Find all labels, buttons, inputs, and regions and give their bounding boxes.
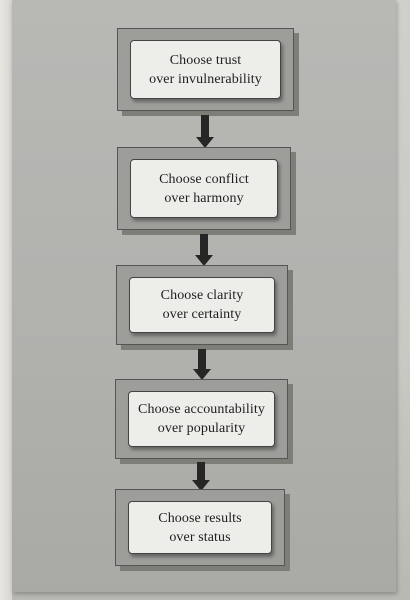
flow-step-1-label: Choose trust over invulnerability (130, 40, 281, 99)
flow-step-2-line-2: over harmony (164, 190, 244, 206)
flow-arrow-1 (196, 115, 214, 148)
flow-step-5-line-2: over status (169, 529, 231, 545)
flow-step-5: Choose results over status (115, 489, 285, 566)
flow-step-3-line-1: Choose clarity (160, 288, 244, 303)
flow-step-2: Choose conflict over harmony (117, 147, 291, 230)
flow-arrow-3 (193, 349, 211, 380)
flow-step-1-line-1: Choose trust (169, 52, 242, 68)
flow-step-2-line-1: Choose conflict (159, 171, 249, 187)
flow-step-5-label: Choose results over status (128, 501, 272, 554)
flow-step-4-label: Choose accountability over popularity (128, 391, 275, 447)
flow-step-4-line-2: over popularity (157, 421, 246, 436)
flow-arrow-4 (192, 462, 210, 491)
flow-step-3: Choose clarity over certainty (116, 265, 288, 345)
flow-step-1: Choose trust over invulnerability (117, 28, 294, 111)
flow-step-2-label: Choose conflict over harmony (130, 159, 278, 218)
flow-step-3-line-2: over certainty (162, 307, 242, 322)
flow-arrow-2 (195, 234, 213, 266)
flow-step-1-line-2: over invulnerability (149, 71, 262, 87)
page-edge (0, 0, 12, 600)
flow-step-3-label: Choose clarity over certainty (129, 277, 275, 333)
flow-step-5-line-1: Choose results (158, 510, 242, 526)
flow-step-4-line-1: Choose accountability (138, 402, 265, 417)
flow-step-4: Choose accountability over popularity (115, 379, 288, 459)
